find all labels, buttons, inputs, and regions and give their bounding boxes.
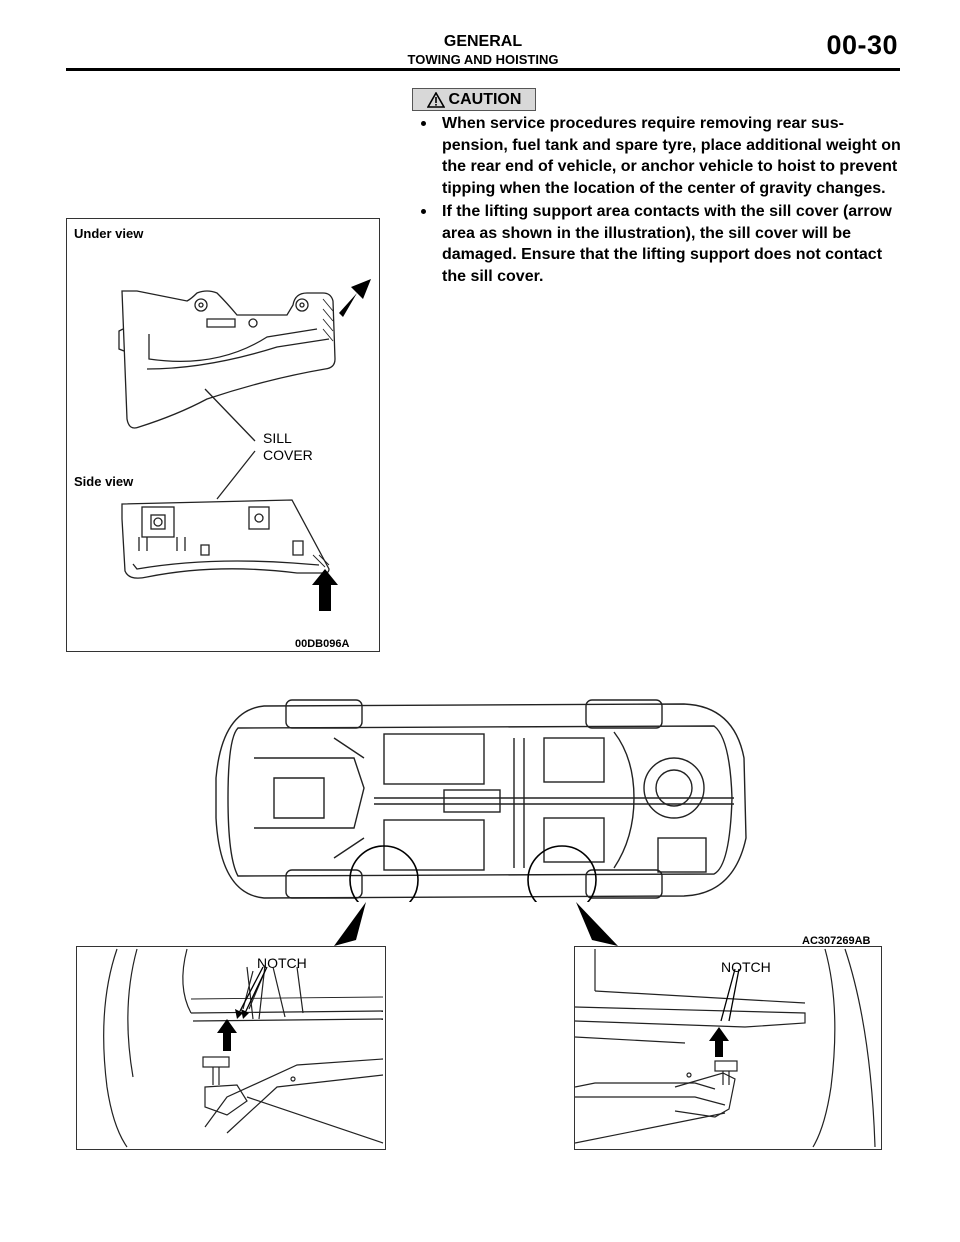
header-rule	[66, 68, 900, 71]
section-subtitle: TOWING AND HOISTING	[407, 52, 559, 67]
bullet-icon	[421, 121, 426, 126]
figure-code: AC307269AB	[802, 935, 871, 947]
notch-detail-left: NOTCH	[76, 946, 386, 1150]
callout-line: SILL	[263, 430, 292, 446]
caution-item: When service procedures require removing…	[412, 113, 902, 199]
vehicle-underside-illustration	[214, 698, 752, 915]
sill-cover-illustration	[118, 279, 371, 611]
notch-detail-drawing	[575, 948, 876, 1148]
callout-line: COVER	[263, 447, 313, 463]
notch-label: NOTCH	[257, 955, 307, 971]
page-number: 00-30	[826, 30, 898, 60]
under-view-label: Under view	[74, 226, 144, 241]
sill-cover-figure: Under view Side view SILL COVER 00DB096A	[66, 218, 380, 652]
notch-detail-drawing	[103, 948, 384, 1148]
caution-item: If the lifting support area contacts wit…	[412, 201, 902, 287]
caution-list: When service procedures require removing…	[412, 113, 902, 289]
sill-cover-callout: SILL COVER	[263, 430, 313, 464]
bullet-icon	[421, 209, 426, 214]
detail-pointer-arrows	[334, 902, 618, 946]
caution-badge: CAUTION	[412, 88, 536, 111]
side-view-label: Side view	[74, 474, 134, 489]
caution-item-text: When service procedures require removing…	[442, 115, 901, 197]
notch-detail-right: NOTCH	[574, 946, 882, 1150]
vehicle-underside-drawing	[215, 699, 747, 915]
caution-item-text: If the lifting support area contacts wit…	[442, 203, 892, 285]
figure-code: 00DB096A	[295, 638, 350, 650]
section-title: GENERAL	[443, 33, 523, 50]
caution-label: CAUTION	[448, 90, 522, 108]
notch-label: NOTCH	[721, 959, 771, 975]
warning-icon	[426, 91, 445, 108]
